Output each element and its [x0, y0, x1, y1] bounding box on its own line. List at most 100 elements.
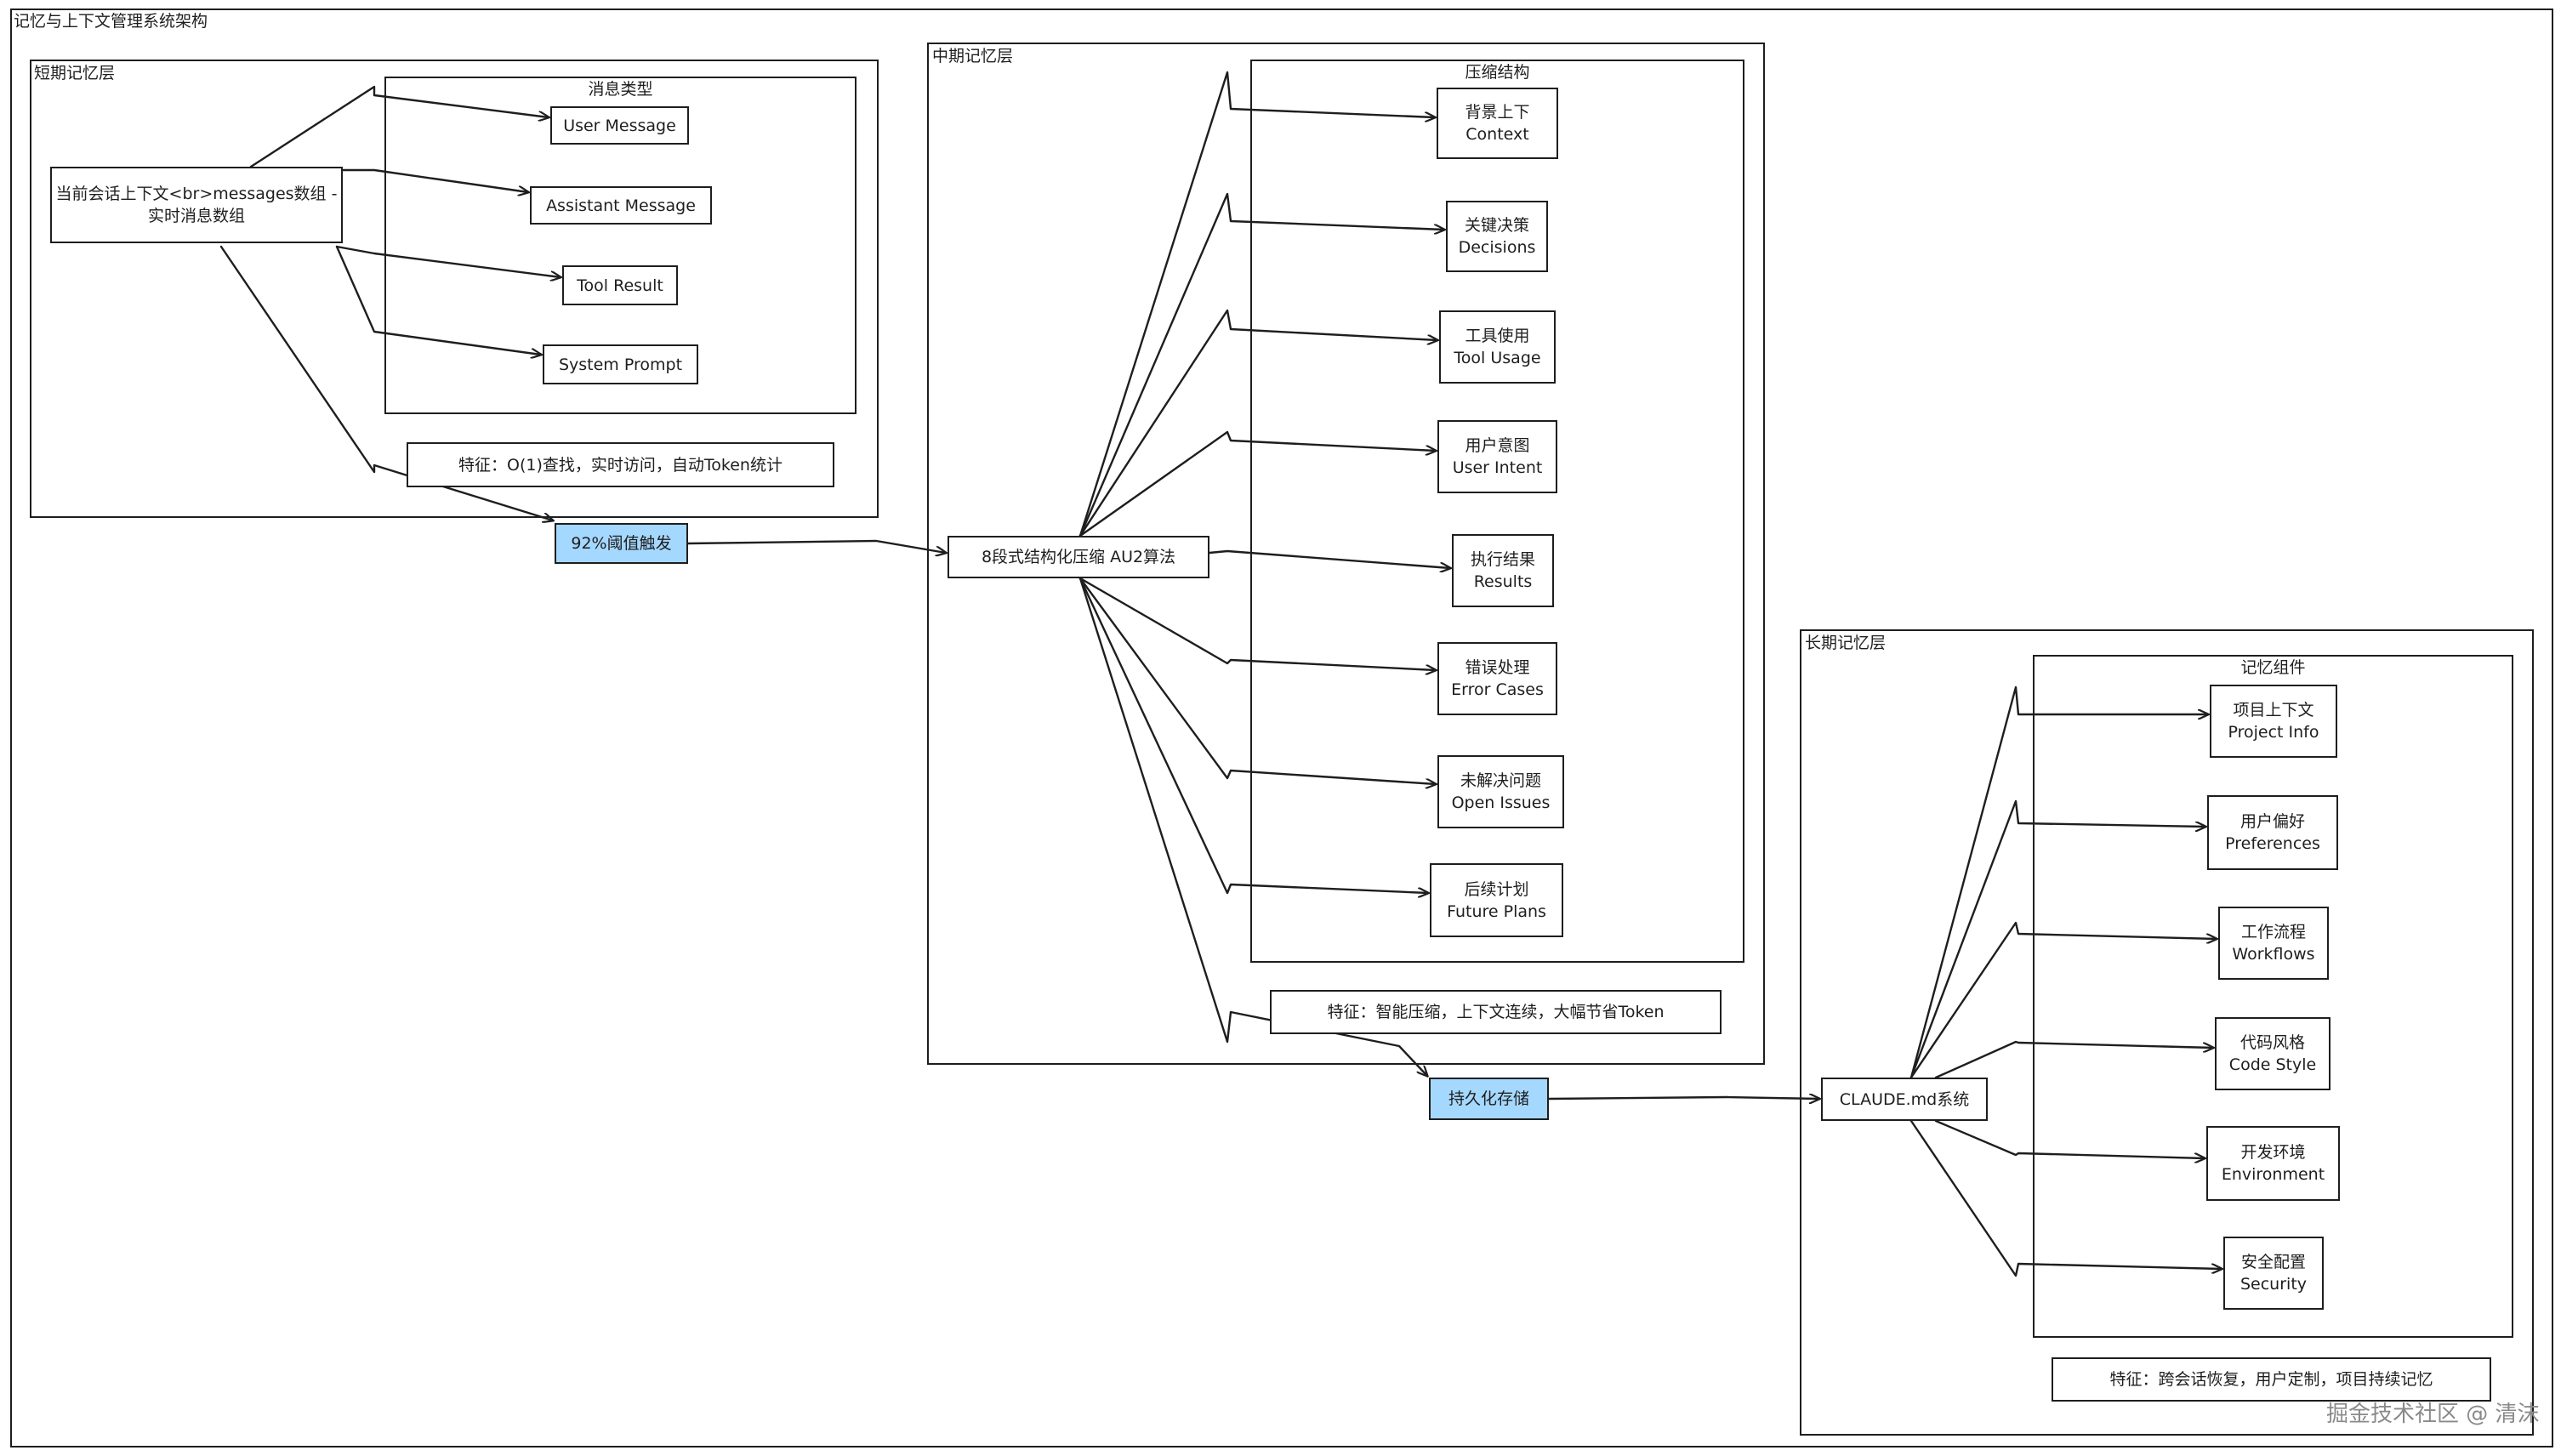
code-style-en: Code Style — [2228, 1055, 2317, 1074]
decisions-section-zh: 关键决策 — [1464, 216, 1529, 235]
preferences-node: 用户偏好 Preferences — [2207, 795, 2338, 870]
edge-claude-md-to-workflows — [1909, 921, 2217, 1079]
context-section-node: 背景上下 Context — [1437, 88, 1558, 159]
system-prompt-node: System Prompt — [543, 344, 698, 384]
persistent-storage-label: 持久化存储 — [1448, 1089, 1529, 1108]
persistent-storage-node: 持久化存储 — [1429, 1078, 1549, 1120]
long-term-layer — [1800, 629, 2534, 1436]
watermark: 掘金技术社区 @ 清沫 — [2326, 1402, 2540, 1427]
claude-md-system-node: CLAUDE.md系统 — [1821, 1078, 1988, 1121]
user-intent-section-zh: 用户意图 — [1465, 436, 1530, 455]
error-cases-section-node: 错误处理 Error Cases — [1437, 642, 1557, 715]
context-section-zh: 背景上下 — [1465, 103, 1530, 122]
assistant-message-label: Assistant Message — [546, 196, 696, 215]
session-context-line-1: 当前会话上下文<br>messages数组 - — [55, 185, 338, 203]
outer-frame — [10, 9, 2553, 1447]
edge-claude-md-to-environment — [1934, 1119, 2205, 1158]
short-term-title: 短期记忆层 — [34, 64, 116, 82]
compression-structure-group — [1250, 60, 1744, 963]
user-intent-section-en: User Intent — [1452, 458, 1543, 477]
code-style-node: 代码风格 Code Style — [2215, 1017, 2331, 1090]
session-context-line-2: 实时消息数组 — [147, 207, 245, 225]
future-plans-section-zh: 后续计划 — [1464, 879, 1529, 899]
environment-node: 开发环境 Environment — [2206, 1126, 2340, 1201]
security-zh: 安全配置 — [2240, 1253, 2306, 1271]
edge-algorithm-to-future-plans — [1078, 577, 1428, 893]
preferences-zh: 用户偏好 — [2239, 812, 2305, 831]
workflows-en: Workflows — [2232, 945, 2315, 964]
open-issues-section-en: Open Issues — [1451, 793, 1551, 812]
edge-algorithm-to-results — [1208, 549, 1450, 568]
edge-context-to-system-prompt — [335, 245, 541, 355]
workflows-zh: 工作流程 — [2240, 923, 2306, 941]
error-cases-section-en: Error Cases — [1451, 680, 1544, 699]
edge-algorithm-to-tool-usage — [1078, 309, 1437, 537]
edge-claude-md-to-project-info — [1909, 685, 2208, 1079]
security-node: 安全配置 Security — [2223, 1237, 2324, 1310]
session-context-node: 当前会话上下文<br>messages数组 - 实时消息数组 — [50, 167, 343, 243]
preferences-en: Preferences — [2225, 834, 2320, 853]
threshold-trigger-node: 92%阈值触发 — [555, 523, 688, 564]
edge-context-to-tool-result — [335, 245, 561, 277]
results-section-zh: 执行结果 — [1470, 550, 1535, 569]
tool-result-label: Tool Result — [577, 276, 663, 295]
threshold-trigger-label: 92%阈值触发 — [571, 534, 672, 553]
memory-components-title: 记忆组件 — [2240, 658, 2306, 677]
decisions-section-en: Decisions — [1458, 238, 1536, 257]
edge-persist-to-claude-md — [1547, 1097, 1819, 1099]
au2-algorithm-node: 8段式结构化压缩 AU2算法 — [948, 536, 1209, 578]
short-term-layer — [30, 60, 879, 518]
edge-claude-md-to-code-style — [1934, 1040, 2213, 1079]
edge-claude-md-to-security — [1909, 1119, 2222, 1277]
project-info-zh: 项目上下文 — [2233, 701, 2314, 719]
workflows-node: 工作流程 Workflows — [2218, 907, 2329, 980]
security-en: Security — [2239, 1275, 2308, 1294]
decisions-section-node: 关键决策 Decisions — [1446, 201, 1548, 272]
user-message-label: User Message — [563, 116, 676, 135]
long-term-feature-label: 特征：跨会话恢复，用户定制，项目持续记忆 — [2109, 1370, 2433, 1389]
error-cases-section-zh: 错误处理 — [1465, 658, 1530, 677]
project-info-en: Project Info — [2228, 723, 2319, 742]
memory-components-group — [2033, 655, 2513, 1338]
context-section-en: Context — [1465, 125, 1529, 144]
mid-term-title: 中期记忆层 — [932, 47, 1014, 65]
code-style-zh: 代码风格 — [2239, 1033, 2305, 1052]
mid-term-layer — [927, 43, 1765, 1065]
edge-algorithm-to-user-intent — [1078, 430, 1436, 537]
edge-context-to-assistant-message — [335, 168, 528, 192]
results-section-en: Results — [1473, 572, 1533, 591]
open-issues-section-zh: 未解决问题 — [1460, 771, 1541, 790]
edge-algorithm-to-context — [1078, 71, 1435, 537]
edge-context-to-user-message — [249, 85, 549, 168]
message-types-title: 消息类型 — [588, 80, 653, 99]
system-prompt-label: System Prompt — [558, 355, 683, 374]
diagram-title: 记忆与上下文管理系统架构 — [14, 12, 208, 31]
tool-result-node: Tool Result — [562, 265, 678, 305]
project-info-node: 项目上下文 Project Info — [2210, 685, 2337, 758]
future-plans-section-en: Future Plans — [1447, 901, 1546, 921]
message-types-group — [384, 77, 857, 414]
assistant-message-node: Assistant Message — [530, 186, 712, 225]
mid-term-feature-label: 特征：智能压缩，上下文连续，大幅节省Token — [1327, 1003, 1665, 1021]
tool-usage-section-node: 工具使用 Tool Usage — [1439, 310, 1556, 384]
edge-algorithm-to-error-cases — [1078, 577, 1436, 670]
edge-algorithm-to-persist — [1078, 577, 1427, 1076]
short-term-feature-label: 特征：O(1)查找，实时访问，自动Token统计 — [458, 455, 783, 475]
user-message-node: User Message — [550, 106, 689, 145]
environment-zh: 开发环境 — [2240, 1143, 2306, 1162]
long-term-feature-node: 特征：跨会话恢复，用户定制，项目持续记忆 — [2052, 1357, 2491, 1402]
results-section-node: 执行结果 Results — [1452, 534, 1554, 607]
edge-trigger-to-algorithm — [686, 539, 946, 553]
short-term-feature-node: 特征：O(1)查找，实时访问，自动Token统计 — [407, 442, 834, 487]
edge-claude-md-to-preferences — [1909, 799, 2205, 1079]
tool-usage-section-zh: 工具使用 — [1465, 327, 1530, 345]
long-term-title: 长期记忆层 — [1805, 634, 1887, 652]
tool-usage-section-en: Tool Usage — [1454, 349, 1541, 367]
environment-en: Environment — [2221, 1165, 2325, 1184]
edge-algorithm-to-decisions — [1078, 192, 1444, 537]
compression-structure-title: 压缩结构 — [1465, 63, 1530, 82]
mid-term-feature-node: 特征：智能压缩，上下文连续，大幅节省Token — [1270, 990, 1722, 1034]
user-intent-section-node: 用户意图 User Intent — [1437, 420, 1557, 493]
